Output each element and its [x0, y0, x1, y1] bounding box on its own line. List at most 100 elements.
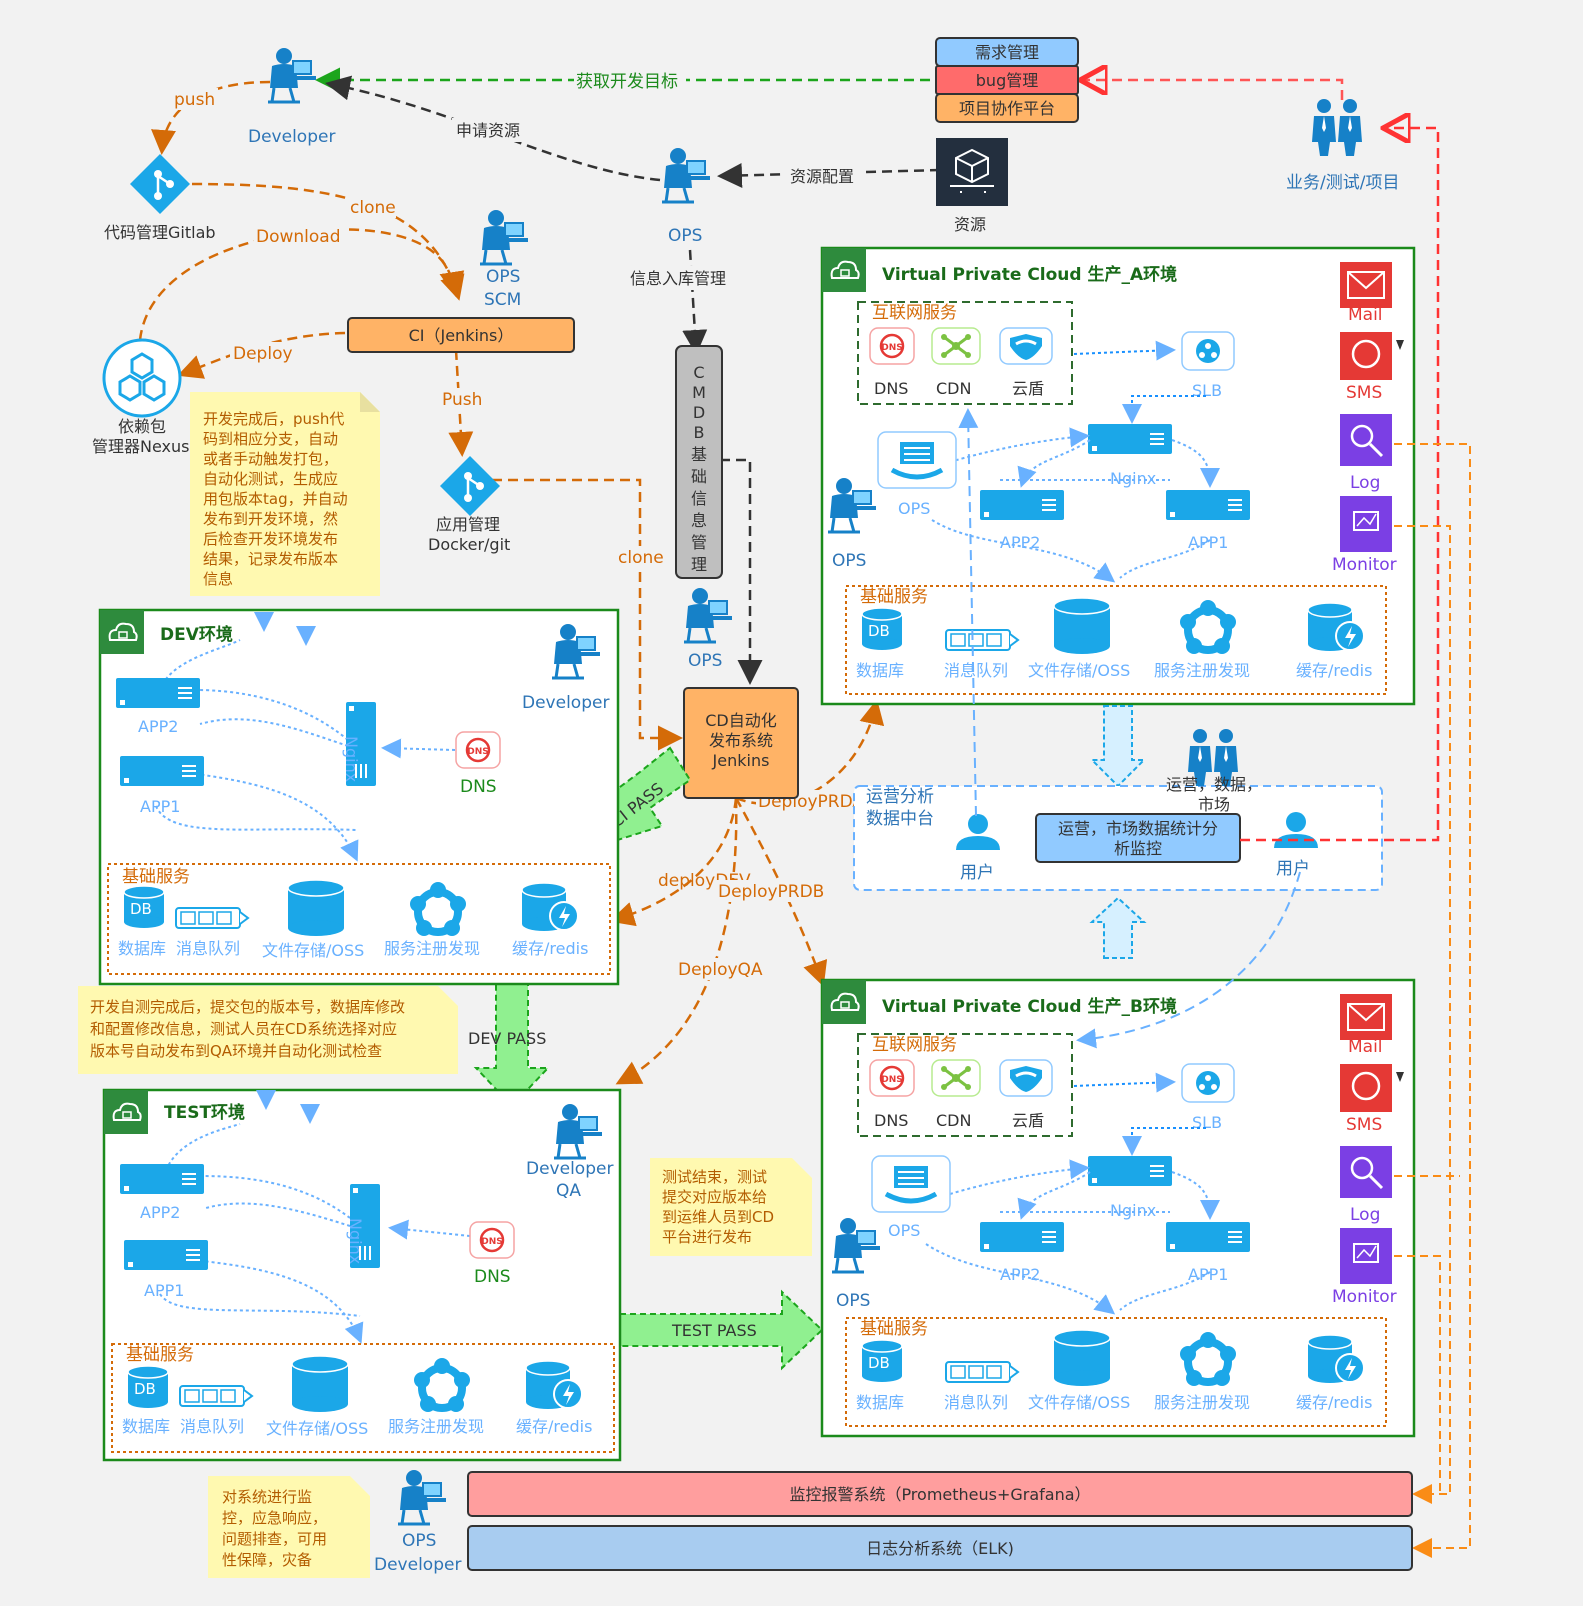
db-icon-text: DB: [130, 900, 152, 918]
cache-label: 缓存/redis: [516, 1417, 592, 1436]
side-icons-b: Mail SMS Log Monitor: [1332, 994, 1404, 1307]
analytics-area: 运营分析 数据中台 用户 运营，市场数据统计分 析监控 用户 运营，数据， 市场: [853, 705, 1383, 959]
release-note-line: 到运维人员到CD: [662, 1208, 774, 1226]
resource-label: 资源: [954, 215, 986, 234]
cdn-label: CDN: [936, 379, 971, 398]
platform-box[interactable]: 需求管理 bug管理 项目协作平台: [935, 37, 1079, 123]
market-label: 运营，数据，: [1166, 775, 1262, 794]
cd-label: CD自动化: [705, 711, 777, 730]
app1-label: APP1: [144, 1281, 184, 1300]
app2-server-icon: [979, 1221, 1065, 1253]
shield-icon: [998, 1058, 1054, 1098]
dns-label: DNS: [874, 1111, 908, 1130]
cloud-icon: [99, 609, 145, 655]
qa-note-line: 和配置修改信息，测试人员在CD系统选择对应: [90, 1020, 397, 1038]
db-icon-text: DB: [134, 1380, 156, 1398]
ci-note-line: 发布到开发环境，然: [203, 510, 338, 528]
analytics-title: 运营分析: [866, 787, 934, 807]
base-services-label: 基础服务: [860, 1319, 928, 1339]
dev-env-title: DEV环境: [160, 624, 233, 645]
mail-icon: [1347, 1003, 1385, 1031]
db-label: 数据库: [118, 939, 166, 958]
ci-note-line: 开发完成后，push代: [203, 410, 344, 428]
cmdb-char: D: [693, 403, 705, 422]
test-qa-label: QA: [556, 1181, 581, 1201]
qa-note-line: 开发自测完成后，提交包的版本号，数据库修改: [90, 998, 405, 1016]
oss-icon: [291, 1355, 349, 1413]
cmdb-char: B: [694, 423, 705, 442]
sms-icon: [1351, 1071, 1381, 1101]
ci-note-line: 信息: [203, 570, 233, 588]
monitoring-system[interactable]: 监控报警系统（Prometheus+Grafana）: [467, 1471, 1413, 1517]
cmdb-char: 息: [691, 511, 707, 530]
registry-label: 服务注册发现: [1154, 1393, 1250, 1412]
monitor-a-edge: [1394, 525, 1451, 1504]
user-to-prod-b-edge: [1076, 871, 1301, 1049]
prod-b-env: Virtual Private Cloud 生产_B环境 互联网服务 DNS C…: [820, 978, 1416, 1438]
nexus-label: 管理器Nexus: [92, 437, 189, 456]
db-icon-text: DB: [868, 1354, 890, 1372]
analytics-title: 数据中台: [866, 809, 934, 829]
dns-label: DNS: [460, 777, 497, 797]
push2-label: Push: [442, 390, 482, 410]
nginx-label: Nginx: [342, 736, 361, 782]
qa-note: 开发自测完成后，提交包的版本号，数据库修改 和配置修改信息，测试人员在CD系统选…: [78, 986, 458, 1074]
internet-services-label: 互联网服务: [872, 303, 957, 323]
db-icon-text: DB: [868, 622, 890, 640]
app2-label: APP2: [1000, 1265, 1040, 1284]
nginx-label: Nginx: [1110, 469, 1156, 488]
sms-label: SMS: [1346, 383, 1382, 403]
sms-label: SMS: [1346, 1115, 1382, 1135]
ops-label: OPS: [898, 499, 930, 518]
push-label: push: [174, 90, 215, 110]
biz-label: 业务/测试/项目: [1286, 173, 1399, 193]
ci-label: CI（Jenkins）: [409, 326, 514, 345]
monitor-note-line: 控，应急响应，: [222, 1509, 327, 1527]
db-label: 数据库: [856, 661, 904, 680]
slb-icon: [1181, 1063, 1235, 1103]
dns-label: DNS: [874, 379, 908, 398]
download-label: Download: [256, 227, 341, 247]
log-icon: [1350, 1156, 1374, 1180]
app1-server-icon: [119, 755, 205, 787]
gitlab-label: 代码管理Gitlab: [104, 223, 216, 242]
shield-label: 云盾: [1012, 379, 1044, 398]
app2-label: APP2: [138, 717, 178, 736]
dev-pass-label: DEV PASS: [468, 1029, 546, 1048]
ops-icon: [660, 146, 712, 204]
oss-label: 文件存储/OSS: [266, 1419, 368, 1438]
shield-icon: [998, 326, 1054, 366]
sms-icon: [1351, 339, 1381, 369]
nginx-server-icon: [1087, 423, 1173, 455]
log-icon: [1350, 424, 1374, 448]
ci-note-line: 后检查开发环境发布: [203, 530, 338, 548]
cache-label: 缓存/redis: [1296, 661, 1372, 680]
ci-note-line: 结果，记录发布版本: [203, 550, 338, 568]
app1-label: APP1: [140, 797, 180, 816]
slb-label: SLB: [1192, 1113, 1222, 1132]
ops-scm-icon: [478, 208, 530, 266]
cmdb-box[interactable]: C M D B 基 础 信 息 管 理: [675, 345, 723, 579]
deploy-qa-edge: [615, 797, 738, 1085]
logging-label: 日志分析系统（ELK): [866, 1539, 1014, 1558]
cdn-icon: [930, 1058, 982, 1098]
test-pass-label: TEST PASS: [671, 1321, 757, 1340]
dev-env: DEV环境 Developer APP2 APP1 Nginx DNS 基础服务…: [98, 608, 620, 986]
user-label: 用户: [1276, 859, 1310, 879]
registry-label: 服务注册发现: [1154, 661, 1250, 680]
monitor-icon: [1353, 1243, 1379, 1263]
release-note-line: 测试结束，测试: [662, 1168, 767, 1186]
monitor-note-line: 对系统进行监: [222, 1488, 312, 1506]
cmdb-char: C: [693, 363, 704, 382]
monitor-note-line: 问题排查，可用: [222, 1530, 327, 1548]
ci-box[interactable]: CI（Jenkins）: [347, 317, 575, 353]
app1-server-icon: [1165, 1221, 1251, 1253]
log-label: Log: [1350, 1205, 1380, 1225]
cd-box[interactable]: CD自动化 发布系统 Jenkins: [683, 687, 799, 799]
release-note-line: 提交对应版本给: [662, 1188, 767, 1206]
logging-system[interactable]: 日志分析系统（ELK): [467, 1525, 1413, 1571]
cmdb-char: M: [692, 383, 706, 402]
nexus-icon: [102, 338, 182, 418]
ops-db-icon: [872, 1156, 950, 1212]
test-env-title: TEST环境: [164, 1102, 245, 1123]
